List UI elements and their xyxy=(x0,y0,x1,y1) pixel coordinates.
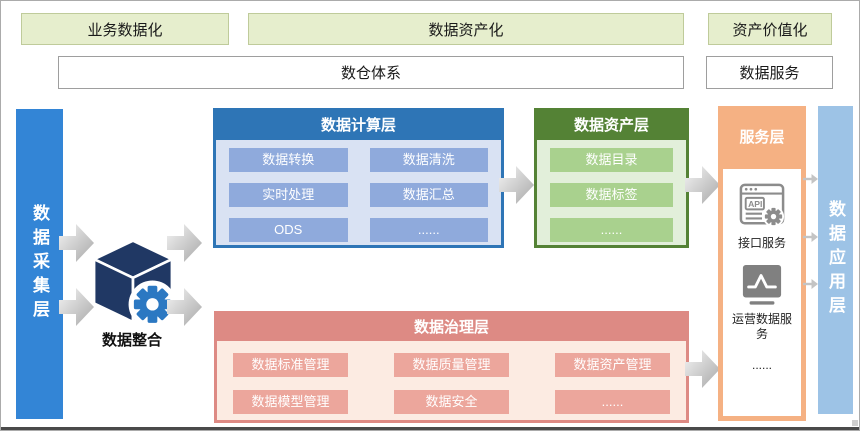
service-layer-panel: API 接口服务 xyxy=(723,169,801,416)
stage-asset-valorization: 资产价值化 xyxy=(708,13,832,45)
arrow-service-to-app-1-icon xyxy=(803,174,818,184)
compute-layer-box: 数据计算层 数据转换 数据清洗 实时处理 数据汇总 ODS ...... xyxy=(213,108,504,248)
governance-item: 数据模型管理 xyxy=(233,390,348,414)
governance-item: 数据安全 xyxy=(394,390,509,414)
governance-item: 数据资产管理 xyxy=(555,353,670,377)
asset-item: ...... xyxy=(550,218,673,242)
stage-value-label: 资产价值化 xyxy=(732,21,808,39)
governance-layer-items: 数据标准管理 数据质量管理 数据资产管理 数据模型管理 数据安全 ...... xyxy=(217,341,686,426)
service-more-label: ...... xyxy=(751,358,772,372)
arrow-collect-to-integration-bottom-icon xyxy=(59,288,94,326)
asset-item: 数据标签 xyxy=(550,183,673,207)
asset-layer-box: 数据资产层 数据目录 数据标签 ...... xyxy=(534,108,689,248)
compute-item: ODS xyxy=(229,218,348,242)
ops-data-service-label: 运营数据服务 xyxy=(732,312,793,341)
governance-item: 数据质量管理 xyxy=(394,353,509,377)
asset-layer-title: 数据资产层 xyxy=(537,111,686,140)
compute-item: 数据汇总 xyxy=(369,183,488,207)
service-layer-box: 服务层 API xyxy=(718,106,806,421)
data-collection-layer-bar: 数据采集层 xyxy=(16,109,63,419)
compute-layer-title: 数据计算层 xyxy=(216,111,501,140)
data-collection-layer-label: 数据采集层 xyxy=(30,204,49,324)
arrow-integration-to-governance-icon xyxy=(167,288,202,326)
governance-layer-box: 数据治理层 数据标准管理 数据质量管理 数据资产管理 数据模型管理 数据安全 .… xyxy=(214,311,689,423)
arrow-collect-to-integration-top-icon xyxy=(59,224,94,262)
arrow-integration-to-compute-icon xyxy=(167,224,202,262)
stage-business-datafication: 业务数据化 xyxy=(21,13,229,45)
integration-label: 数据整合 xyxy=(101,332,162,349)
arrow-compute-to-asset-icon xyxy=(499,166,534,204)
api-service-label: 接口服务 xyxy=(737,236,786,250)
data-service-label: 数据服务 xyxy=(739,65,800,82)
compute-item: 数据转换 xyxy=(229,148,348,172)
asset-item: 数据目录 xyxy=(550,148,673,172)
arrow-service-to-app-2-icon xyxy=(803,232,818,242)
service-layer-title: 服务层 xyxy=(739,129,785,146)
stage-data-assetization: 数据资产化 xyxy=(248,13,684,45)
compute-item: 数据清洗 xyxy=(369,148,488,172)
line-chart-monitor-icon xyxy=(742,265,782,305)
stage-business-label: 业务数据化 xyxy=(87,21,163,39)
compute-item: 实时处理 xyxy=(229,183,348,207)
governance-item: 数据标准管理 xyxy=(233,353,348,377)
governance-layer-title: 数据治理层 xyxy=(217,314,686,341)
data-service-box: 数据服务 xyxy=(706,56,833,89)
governance-item: ...... xyxy=(555,390,670,414)
data-application-layer-label: 数据应用层 xyxy=(826,200,845,320)
api-browser-gear-icon: API xyxy=(739,183,785,228)
warehouse-system-box: 数仓体系 xyxy=(58,56,684,89)
warehouse-label: 数仓体系 xyxy=(340,65,401,82)
resize-handle-dot xyxy=(852,420,858,426)
data-application-layer-bar: 数据应用层 xyxy=(818,106,853,414)
bottom-window-edge xyxy=(1,427,859,430)
arrow-service-to-app-3-icon xyxy=(803,279,818,289)
compute-item: ...... xyxy=(369,218,488,242)
arrow-asset-to-service-icon xyxy=(685,166,720,204)
arrow-governance-to-service-icon xyxy=(685,350,720,388)
svg-text:API: API xyxy=(748,199,762,209)
asset-layer-items: 数据目录 数据标签 ...... xyxy=(537,140,686,250)
stage-asset-label: 数据资产化 xyxy=(428,21,504,39)
cube-gear-icon xyxy=(92,239,177,329)
compute-layer-items: 数据转换 数据清洗 实时处理 数据汇总 ODS ...... xyxy=(216,140,501,250)
